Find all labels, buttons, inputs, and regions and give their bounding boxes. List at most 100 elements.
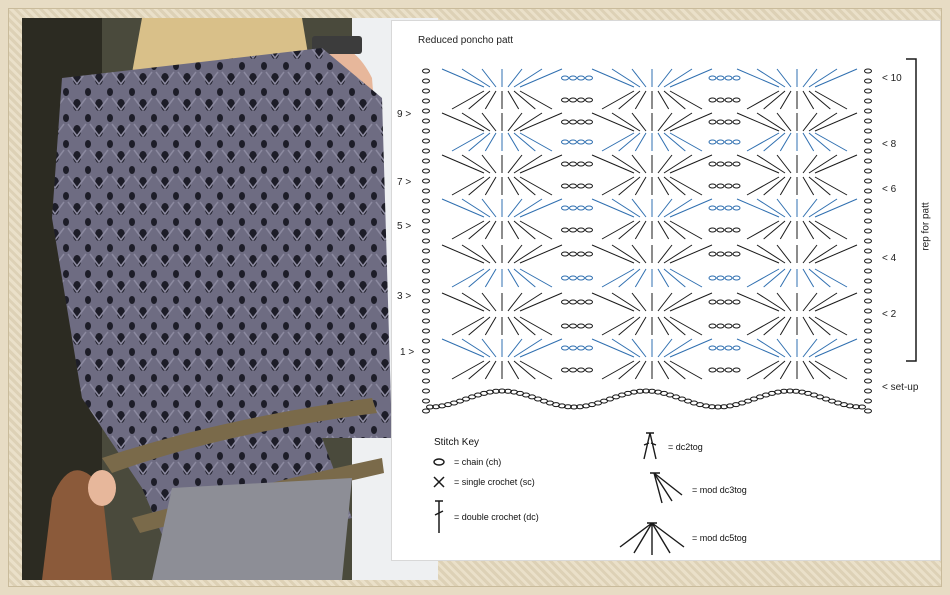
chain-stitch (585, 323, 593, 329)
chain-stitch (708, 367, 717, 373)
stitch-stroke (802, 338, 818, 358)
stitch-stroke (441, 154, 485, 174)
stitch-stroke (513, 154, 543, 174)
stitch-stroke (802, 198, 818, 218)
stitch-stroke (669, 292, 713, 312)
stitch-stroke (519, 154, 563, 174)
chain-stitch (561, 275, 569, 281)
stitch-stroke (776, 154, 792, 174)
chain-stitch (422, 118, 430, 124)
stitch-stroke (611, 292, 641, 312)
chain-stitch (864, 168, 872, 174)
chain-stitch (858, 404, 866, 410)
chain-stitch (864, 268, 872, 274)
stitch-stroke (779, 132, 792, 152)
chain-icon (433, 458, 445, 466)
chain-stitch (486, 389, 494, 395)
stitch-stroke (736, 292, 780, 312)
stitch-stroke (519, 316, 553, 336)
stitch-stroke (763, 360, 786, 380)
chain-stitch (864, 308, 872, 314)
chain-stitch (577, 75, 585, 81)
chain-stitch (561, 251, 569, 257)
chain-stitch (732, 299, 741, 305)
stitch-stroke (634, 220, 647, 240)
stitch-stroke (519, 268, 553, 288)
chain-stitch (720, 404, 728, 410)
chain-stitch (569, 97, 577, 103)
stitch-stroke (776, 338, 792, 358)
stitch-stroke (814, 176, 848, 196)
stitch-stroke (441, 68, 485, 88)
chain-stitch (561, 75, 569, 81)
chain-stitch (577, 119, 585, 125)
stitch-stroke (736, 198, 780, 218)
stitch-stroke (591, 292, 635, 312)
stitch-stroke (591, 198, 635, 218)
stitch-stroke (808, 132, 831, 152)
stitch-stroke (591, 154, 635, 174)
chain-stitch (577, 367, 585, 373)
stitch-stroke (519, 112, 563, 132)
chain-stitch (716, 183, 725, 189)
stitch-stroke (814, 316, 848, 336)
chain-stitch (426, 404, 434, 410)
chain-stitch (716, 275, 725, 281)
stitch-stroke (481, 292, 497, 312)
stitch-stroke (468, 360, 491, 380)
chain-stitch (422, 288, 430, 294)
stitch-stroke (779, 360, 792, 380)
chain-stitch (864, 348, 872, 354)
stitch-stroke (657, 198, 673, 218)
chain-stitch (585, 205, 593, 211)
stitch-stroke (634, 360, 647, 380)
stitch-stroke (631, 154, 647, 174)
stitch-stroke (802, 90, 815, 110)
stitch-stroke (802, 360, 815, 380)
stitch-stroke (519, 68, 563, 88)
stitch-stroke (802, 244, 818, 264)
chain-stitch (724, 183, 733, 189)
chain-stitch (732, 161, 741, 167)
stitch-stroke (657, 244, 673, 264)
stitch-stroke (663, 220, 686, 240)
row-label-3: 3 > (397, 291, 412, 302)
chain-stitch (724, 299, 733, 305)
stitch-stroke (591, 244, 635, 264)
chain-stitch (716, 323, 725, 329)
stitch-stroke (663, 198, 693, 218)
stitch-stroke (618, 220, 641, 240)
stitch-stroke (808, 112, 838, 132)
stitch-stroke (746, 360, 780, 380)
stitch-stroke (507, 316, 520, 336)
stitch-stroke (507, 220, 520, 240)
stitch-stroke (591, 68, 635, 88)
chain-stitch (636, 388, 644, 394)
chain-stitch (577, 139, 585, 145)
stitch-stroke (802, 132, 815, 152)
stitch-stroke (634, 176, 647, 196)
stitch-stroke (663, 112, 693, 132)
chain-stitch (864, 78, 872, 84)
stitch-stroke (631, 198, 647, 218)
key-dc3tog-label: = mod dc3tog (692, 485, 747, 495)
stitch-stroke (763, 316, 786, 336)
stitch-stroke (631, 292, 647, 312)
stitch-stroke (669, 360, 703, 380)
chain-stitch (561, 367, 569, 373)
chain-stitch (561, 119, 569, 125)
stitch-stroke (814, 268, 848, 288)
poncho-illustration (22, 18, 438, 580)
chain-stitch (864, 98, 872, 104)
chain-stitch (422, 278, 430, 284)
stitch-stroke (663, 292, 693, 312)
chain-stitch (716, 227, 725, 233)
chain-stitch (714, 404, 722, 410)
stitch-stroke (507, 90, 520, 110)
stitch-stroke (481, 154, 497, 174)
stitch-stroke (461, 154, 491, 174)
chain-stitch (716, 299, 725, 305)
chain-stitch (577, 345, 585, 351)
chain-stitch (642, 388, 650, 394)
stitch-stroke (802, 316, 815, 336)
